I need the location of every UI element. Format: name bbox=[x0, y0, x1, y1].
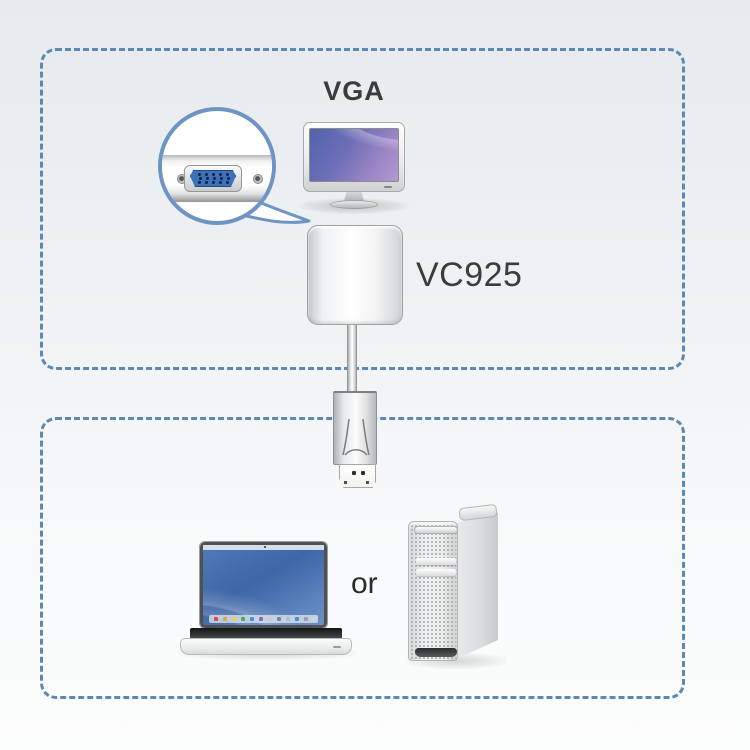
tower-drive-slot bbox=[416, 558, 456, 565]
display-side-section-border bbox=[40, 48, 685, 370]
device-panel-closeup bbox=[162, 155, 272, 202]
monitor-stand-neck bbox=[344, 192, 364, 201]
displayport-pin bbox=[361, 471, 365, 475]
tower-drive-slot bbox=[416, 569, 456, 576]
monitor-stand-base bbox=[330, 200, 378, 209]
tower-bottom-vent bbox=[415, 648, 457, 657]
vga-port-callout-bubble bbox=[158, 107, 276, 225]
connector-molding-lines bbox=[342, 418, 370, 456]
desktop-tower-icon bbox=[406, 503, 506, 669]
vga-connector-shell bbox=[184, 165, 242, 192]
displayport-plug-icon bbox=[339, 464, 376, 488]
vga-pin-row bbox=[197, 173, 229, 176]
laptop-screen bbox=[199, 541, 328, 629]
laptop-dock bbox=[209, 615, 318, 623]
monitor-power-led bbox=[384, 186, 392, 188]
tower-side-panel bbox=[456, 513, 498, 659]
vga-screw-hole-right-icon bbox=[253, 174, 263, 184]
vga-monitor-icon bbox=[299, 122, 409, 214]
vga-port-label: VGA bbox=[323, 76, 385, 106]
vga-pin-row bbox=[199, 177, 230, 180]
monitor-screen bbox=[309, 128, 399, 182]
displayport-notch bbox=[366, 481, 369, 484]
laptop-keyboard bbox=[190, 628, 342, 640]
tower-front-handle bbox=[414, 526, 458, 534]
laptop-icon bbox=[178, 538, 356, 660]
laptop-base bbox=[180, 638, 352, 655]
tower-front-grille bbox=[408, 521, 458, 661]
monitor-frame bbox=[303, 122, 405, 192]
displayport-connector-body bbox=[333, 391, 377, 465]
vga-pin-row bbox=[197, 181, 229, 184]
displayport-notch bbox=[344, 481, 347, 484]
adapter-cable bbox=[347, 323, 357, 393]
displayport-pin bbox=[352, 471, 356, 475]
alternative-source-label: or bbox=[351, 567, 378, 600]
vc925-adapter-icon bbox=[307, 225, 403, 325]
laptop-camera-icon bbox=[263, 546, 266, 548]
vga-connector-icon bbox=[190, 170, 236, 187]
adapter-model-label: VC925 bbox=[416, 256, 523, 294]
